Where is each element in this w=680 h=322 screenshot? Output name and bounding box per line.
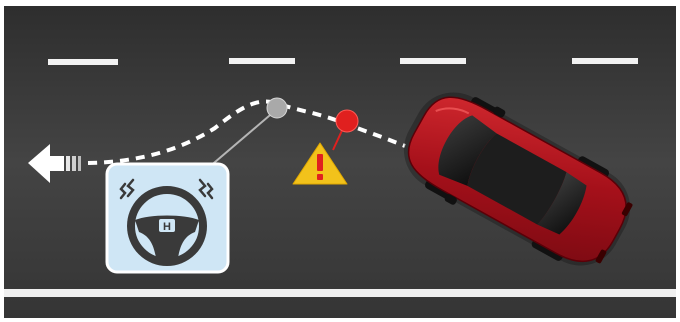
car-icon xyxy=(403,92,633,266)
steering-wheel-icon: H xyxy=(127,186,207,266)
lane-dash xyxy=(400,58,466,64)
vibration-left-icon xyxy=(119,178,135,200)
warning-point xyxy=(335,109,359,133)
pivot-point xyxy=(266,97,288,119)
lane-dashes xyxy=(48,58,638,65)
arrow-left-icon xyxy=(28,144,81,183)
lane-dash xyxy=(572,58,638,64)
svg-text:H: H xyxy=(163,221,171,233)
pivot-connector xyxy=(207,109,277,169)
warning-triangle-icon xyxy=(292,142,348,185)
lane-dash xyxy=(229,58,295,64)
vibration-right-icon xyxy=(198,178,214,200)
road-edge-line xyxy=(4,289,676,297)
lane-dash xyxy=(48,59,118,65)
steering-assist-panel: H xyxy=(105,162,230,274)
